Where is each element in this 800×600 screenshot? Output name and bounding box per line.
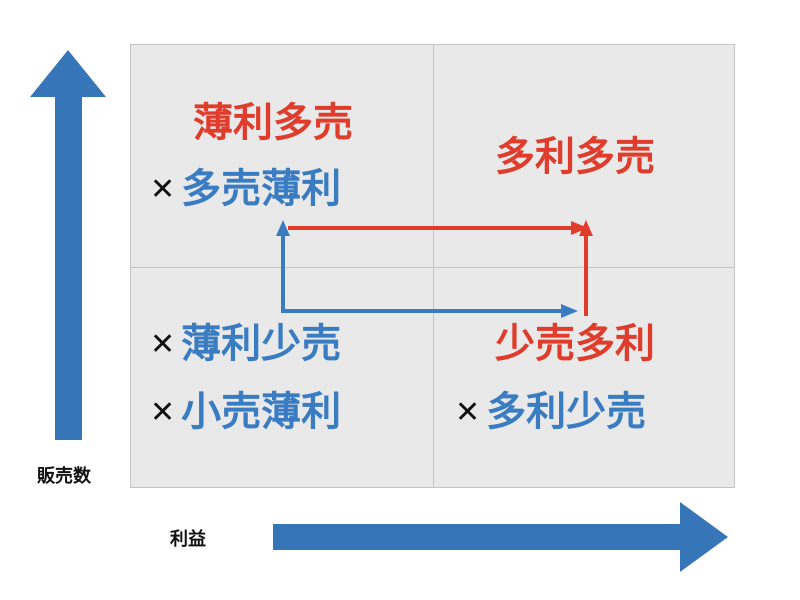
x-axis-arrow bbox=[273, 502, 728, 572]
grid-vertical-divider bbox=[433, 45, 434, 487]
bottom-right-rejected-label: ✕多利少売 bbox=[455, 390, 646, 435]
cross-icon: ✕ bbox=[150, 172, 176, 207]
blue-path-up-arrowhead bbox=[276, 220, 290, 236]
top-left-primary-label: 薄利多売 bbox=[193, 101, 353, 145]
top-left-rejected-label: ✕多売薄利 bbox=[150, 167, 341, 212]
grid-horizontal-divider bbox=[131, 267, 734, 268]
bottom-left-rejected-label-1: ✕薄利少売 bbox=[150, 322, 341, 367]
quadrant-grid bbox=[130, 44, 735, 488]
bottom-right-primary-label: 少売多利 bbox=[495, 322, 655, 366]
bottom-left-rejected-label-2: ✕小売薄利 bbox=[150, 390, 341, 435]
blue-path-right-arrowhead bbox=[561, 304, 578, 318]
top-right-primary-text: 多利多売 bbox=[495, 134, 655, 180]
bottom-right-primary-text: 少売多利 bbox=[495, 321, 655, 367]
cross-icon: ✕ bbox=[455, 395, 481, 430]
x-axis-label: 利益 bbox=[170, 529, 206, 550]
red-path-right-arrowhead bbox=[571, 221, 588, 235]
red-path-up-arrowhead bbox=[579, 220, 593, 236]
top-right-primary-label: 多利多売 bbox=[495, 135, 655, 179]
cross-icon: ✕ bbox=[150, 327, 176, 362]
top-left-rejected-text: 多売薄利 bbox=[181, 166, 342, 212]
bottom-left-rejected-text-1: 薄利少売 bbox=[181, 321, 342, 367]
top-left-primary-text: 薄利多売 bbox=[193, 100, 353, 146]
bottom-right-rejected-text: 多利少売 bbox=[486, 389, 647, 435]
y-axis-label: 販売数 bbox=[37, 466, 91, 487]
y-axis-arrow bbox=[30, 50, 106, 440]
cross-icon: ✕ bbox=[150, 395, 176, 430]
bottom-left-rejected-text-2: 小売薄利 bbox=[181, 389, 342, 435]
